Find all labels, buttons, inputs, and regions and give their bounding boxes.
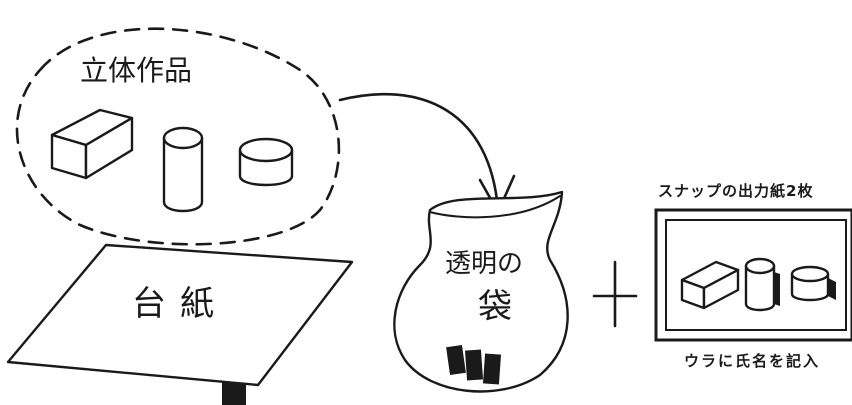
snapshot-group: スナップの出力紙2枚 ウラに氏名を記入	[654, 182, 852, 370]
disc-icon	[238, 137, 294, 187]
mount-board: 台紙	[6, 243, 354, 405]
photo-disc-icon	[790, 265, 836, 302]
snapshot-caption: ウラに氏名を記入	[684, 352, 820, 370]
snapshot-title: スナップの出力紙2枚	[658, 182, 813, 200]
arrow-into-bag	[338, 92, 516, 214]
mount-board-label: 台紙	[132, 284, 228, 324]
dashed-bubble	[15, 27, 341, 246]
bag-label-line1: 透明の	[445, 249, 523, 279]
solid-works-group: 立体作品	[15, 27, 341, 246]
solid-works-title: 立体作品	[80, 54, 192, 87]
cylinder-icon	[162, 126, 204, 213]
bag-cards-icon	[446, 345, 502, 385]
photo-box-icon	[680, 260, 740, 310]
bag-label-line2: 袋	[478, 287, 512, 327]
plus-sign-icon	[592, 260, 638, 328]
box-icon	[50, 108, 134, 180]
transparent-bag: 透明の 袋	[393, 190, 569, 393]
photo-cylinder-icon	[744, 257, 780, 312]
